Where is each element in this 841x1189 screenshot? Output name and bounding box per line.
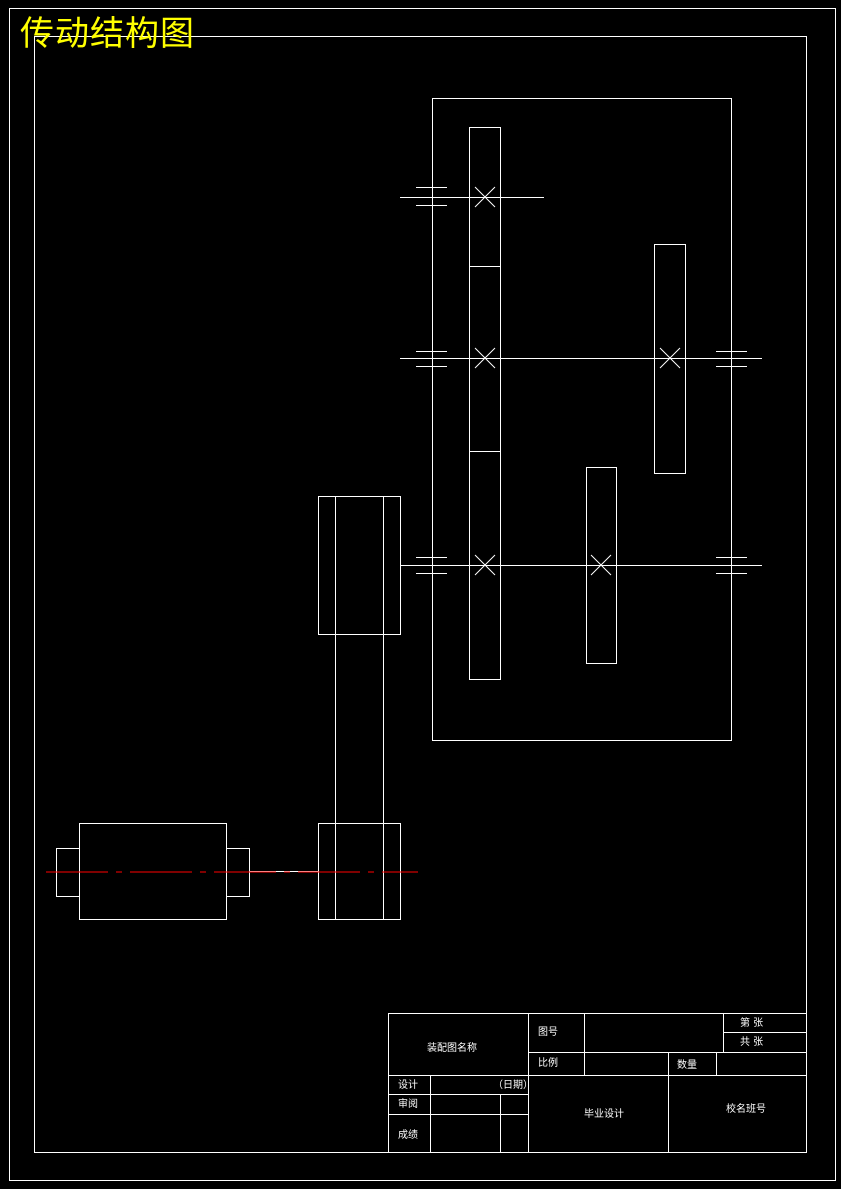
gearbox-housing [432,98,732,741]
bearing-left-mid [416,351,447,367]
assembly-name-label: 装配图名称 [427,1043,477,1054]
date-label: （日期） [493,1080,533,1091]
drawing-no-label: 图号 [538,1027,558,1038]
sheet-no-label: 第 张 [740,1018,764,1029]
grade-label: 成绩 [398,1130,418,1141]
school-class-label: 校名班号 [726,1104,766,1115]
sheet-total-label: 共 张 [740,1037,764,1048]
outer-border [9,8,836,1181]
quantity-label: 数量 [677,1060,697,1071]
inner-border [34,36,807,1153]
bearing-left-top [416,187,447,206]
bearing-left-bottom [416,557,447,574]
title-block [388,1013,807,1153]
pulley-large [318,496,401,635]
project-label: 毕业设计 [584,1109,624,1120]
designer-label: 设计 [398,1080,418,1091]
reviewer-label: 审阅 [398,1099,418,1110]
bearing-right-mid [716,351,747,367]
scale-label: 比例 [538,1058,558,1069]
bearing-right-bottom [716,557,747,574]
drawing-title: 传动结构图 [20,14,195,54]
